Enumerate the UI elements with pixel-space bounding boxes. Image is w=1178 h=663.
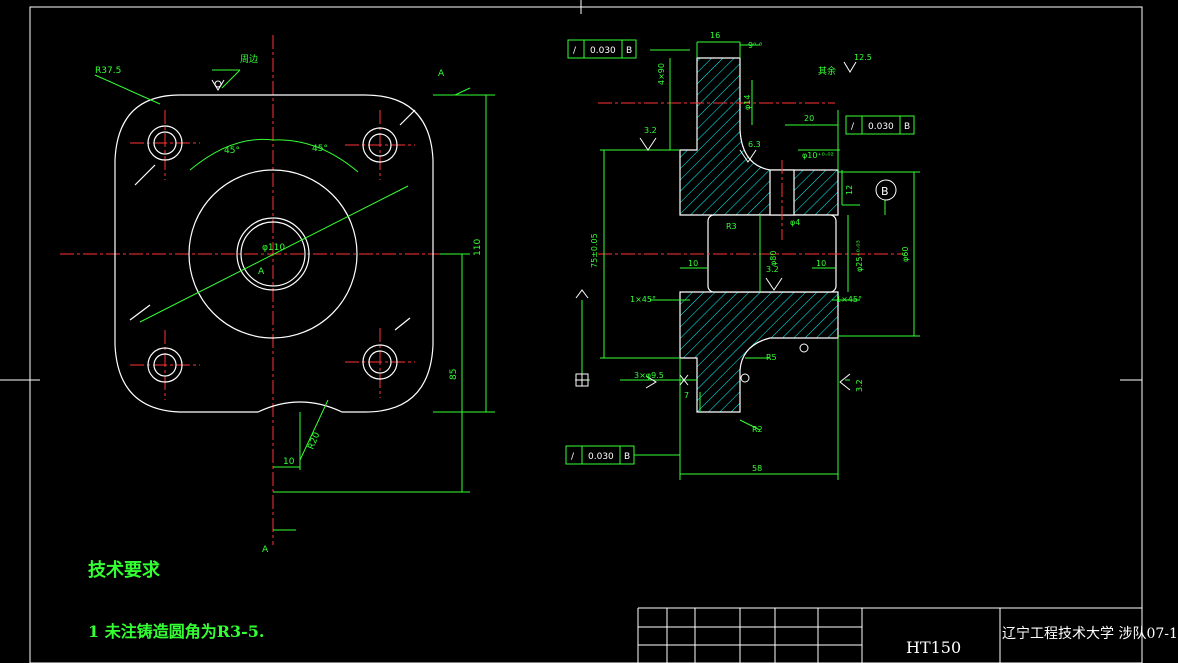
roughness-rest-value: 12.5 xyxy=(854,53,872,62)
dim-phi4-label: φ4 xyxy=(790,218,800,227)
section-lower-body xyxy=(679,291,839,413)
slot-width-label: 10 xyxy=(283,457,295,467)
section-dimensions xyxy=(575,41,920,480)
dim-top-width: 16 xyxy=(710,31,720,40)
hub-outer-circle xyxy=(188,169,358,339)
dim-58-label: 58 xyxy=(752,464,762,473)
dim-10-right-label: 10 xyxy=(816,259,826,268)
chamfer-left-label: 1×45° xyxy=(630,295,656,304)
flange-outline xyxy=(114,94,434,413)
casting-symbol-section xyxy=(799,343,809,353)
roughness-symbol-d xyxy=(839,373,851,391)
dim-phi10-label: φ10⁺⁰·⁰² xyxy=(802,151,834,160)
dim-10-left-label: 10 xyxy=(688,259,698,268)
roughness-b-value: 6.3 xyxy=(748,140,761,149)
dim-20-label: 20 xyxy=(804,114,814,123)
tech-requirements-title: 技术要求 xyxy=(88,560,160,581)
roughness-a-value: 3.2 xyxy=(644,126,657,135)
gdt-top-tolerance: 0.030 xyxy=(590,46,616,56)
bolt-hole-tl-inner xyxy=(153,131,177,155)
height-lower-label: 85 xyxy=(449,369,459,380)
gdt-top-symbol: / xyxy=(573,46,577,56)
dim-phi60-label: φ60 xyxy=(901,247,910,262)
dim-12-label: 12 xyxy=(845,185,854,195)
gdt-right-tolerance: 0.030 xyxy=(868,122,894,132)
dim-r2-label: R2 xyxy=(752,425,763,434)
casting-symbol-circle xyxy=(214,80,222,88)
height-total-label: 110 xyxy=(473,239,483,256)
gdt-right-datum: B xyxy=(904,122,910,132)
slot-radius-label: R20 xyxy=(307,431,323,451)
view-arrow-symbol xyxy=(575,289,589,299)
bolt-hole-tr xyxy=(362,127,398,163)
chamfer-right-label: 1×45° xyxy=(836,295,862,304)
bolt-hole-bl-inner xyxy=(153,353,177,377)
material-label: HT150 xyxy=(906,638,962,657)
casting-symbol-section-2 xyxy=(740,373,750,383)
section-mark-center: A xyxy=(258,267,265,277)
section-mark-bottom: A xyxy=(262,545,269,555)
dim-top-height: 4×90 xyxy=(657,63,666,85)
casting-note: 周边 xyxy=(240,54,258,65)
radius-label: R37.5 xyxy=(95,66,121,76)
dim-thread-label: 3×φ9.5 xyxy=(634,371,664,380)
section-centerlines xyxy=(598,102,905,255)
bolt-hole-bl xyxy=(147,347,183,383)
drawing-frame xyxy=(0,0,1143,663)
section-mark-top: A xyxy=(438,69,445,79)
tech-requirements-note: 1 未注铸造圆角为R3-5. xyxy=(88,622,265,641)
roughness-symbol-a xyxy=(639,137,657,151)
roughness-symbol-rest xyxy=(843,61,857,73)
gdt-bottom-symbol: / xyxy=(571,452,575,462)
roughness-symbol-b xyxy=(739,149,757,163)
dim-7-label: 7 xyxy=(684,391,689,400)
bolt-hole-tl xyxy=(147,125,183,161)
dim-phi80-label: φ80 xyxy=(769,251,778,266)
datum-b-label: B xyxy=(881,185,889,198)
gdt-top-datum: B xyxy=(626,46,632,56)
bolt-hole-tr-inner xyxy=(368,133,392,157)
roughness-d-value: 3.2 xyxy=(855,379,864,392)
dim-r3-label: R3 xyxy=(726,222,737,231)
dim-75-label: 75±0.05 xyxy=(590,233,599,268)
bolt-hole-br-inner xyxy=(368,350,392,374)
bolt-hole-br xyxy=(362,344,398,380)
front-centerlines xyxy=(60,35,465,545)
dim-phi25-label: φ25⁺⁰·⁰³ xyxy=(855,240,864,272)
roughness-rest-label: 其余 xyxy=(818,65,836,77)
school-label: 辽宁工程技术大学 涉队07-1 xyxy=(1002,626,1178,642)
gdt-right-symbol: / xyxy=(851,122,855,132)
angle-left-label: 45° xyxy=(224,146,240,156)
title-block xyxy=(637,607,1142,663)
bore-inner-circle xyxy=(240,221,306,287)
section-view: B / 0.030 B / 0.030 B xyxy=(565,31,920,480)
dim-r5-label: R5 xyxy=(766,353,777,362)
bore-circle xyxy=(236,217,310,291)
center-hole-label: φ110 xyxy=(262,243,285,253)
roughness-c-value: 3.2 xyxy=(766,265,779,274)
gdt-bottom-tolerance: 0.030 xyxy=(588,452,614,462)
casting-symbol xyxy=(211,79,225,91)
roughness-symbol-c xyxy=(765,277,783,291)
gdt-frame-top[interactable] xyxy=(567,39,637,59)
gdt-bottom-datum: B xyxy=(624,452,630,462)
section-upper-body xyxy=(679,57,839,216)
dim-phi14-label: φ14 xyxy=(743,95,752,110)
dim-top-fit: 9⁰·⁸ xyxy=(748,41,762,50)
front-dimensions xyxy=(94,69,495,531)
gdt-frame-right[interactable] xyxy=(845,115,915,135)
front-view: R37.5 周边 A 45° 45° φ110 A 110 85 10 R20 … xyxy=(60,35,495,555)
cad-drawing-canvas[interactable]: R37.5 周边 A 45° 45° φ110 A 110 85 10 R20 … xyxy=(0,0,1143,663)
roughness-symbol-e xyxy=(645,375,657,389)
datum-b-circle[interactable] xyxy=(875,179,897,201)
angle-right-label: 45° xyxy=(312,144,328,154)
